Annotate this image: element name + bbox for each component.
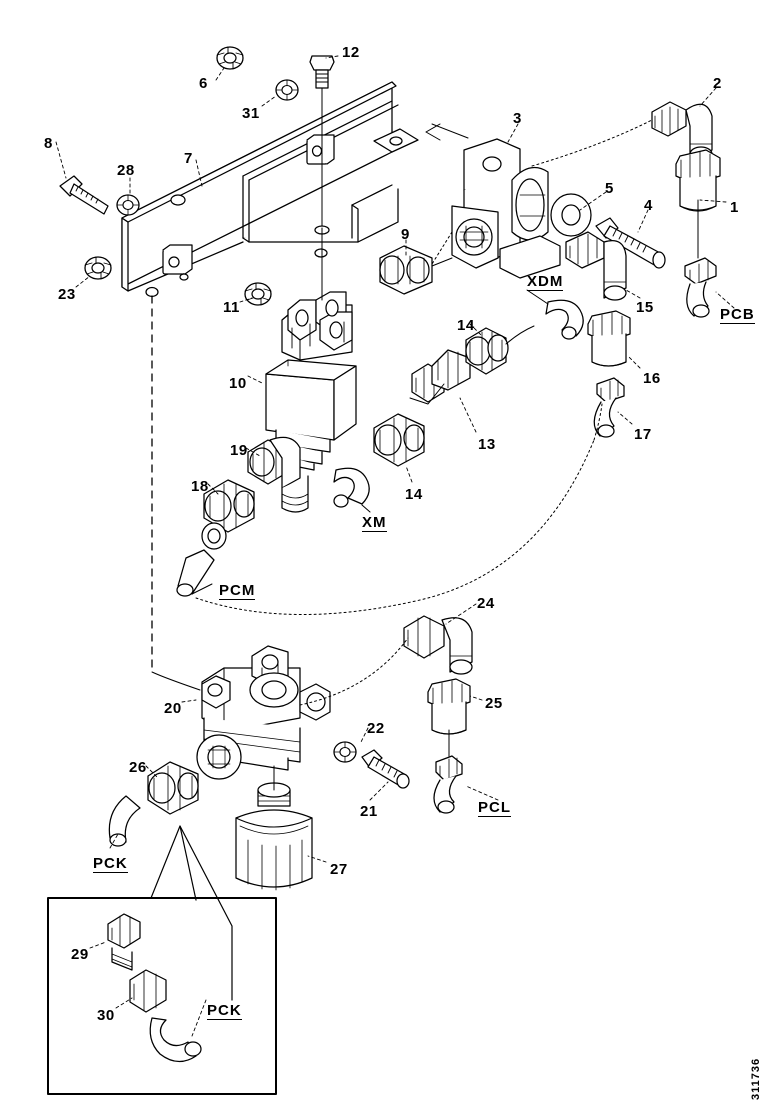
- callout-28: 28: [117, 162, 135, 179]
- port-label-pck-inset: PCK: [207, 1002, 242, 1020]
- union-14-lower: [373, 413, 425, 467]
- callout-24: 24: [477, 595, 495, 612]
- port-label-pcl: PCL: [478, 799, 511, 817]
- washer-28: [116, 194, 140, 216]
- washer-22: [333, 741, 357, 763]
- solenoid-valve-10: [265, 227, 357, 471]
- callout-10: 10: [229, 375, 247, 392]
- drawing-number: 311736: [750, 1057, 762, 1100]
- callout-13: 13: [478, 436, 496, 453]
- port-label-xdm: XDM: [527, 273, 564, 291]
- union-18: [201, 479, 255, 550]
- hose-pck-inset: [149, 1017, 202, 1063]
- callout-14-lower: 14: [405, 486, 423, 503]
- control-valve-body-3: [451, 138, 592, 279]
- callout-6: 6: [199, 75, 208, 92]
- coupling-25: [427, 678, 471, 735]
- callout-8: 8: [44, 135, 53, 152]
- hose-xdm: [526, 289, 584, 340]
- callout-15: 15: [636, 299, 654, 316]
- callout-22: 22: [367, 720, 385, 737]
- hose-pck-main: [108, 795, 141, 847]
- callout-14-upper: 14: [457, 317, 475, 334]
- callout-16: 16: [643, 370, 661, 387]
- hose-xm: [333, 467, 371, 513]
- mounting-bracket-plate: [121, 81, 419, 298]
- callout-2: 2: [713, 75, 722, 92]
- callout-4: 4: [644, 197, 653, 214]
- callout-11: 11: [223, 299, 240, 316]
- elbow-24: [403, 615, 473, 675]
- pressure-control-valve-20: [196, 645, 331, 780]
- elbow-15: [565, 231, 627, 301]
- washer-31: [275, 79, 299, 101]
- union-30: [129, 969, 167, 1013]
- port-label-xm: XM: [362, 514, 387, 532]
- nut-6: [216, 46, 244, 70]
- hose-17: [593, 377, 625, 438]
- hose-pcm: [176, 549, 215, 597]
- union-14-upper: [465, 325, 535, 375]
- callout-1: 1: [730, 199, 739, 216]
- callout-18: 18: [191, 478, 209, 495]
- fitting-9: [379, 245, 453, 295]
- callout-23: 23: [58, 286, 76, 303]
- callout-7: 7: [184, 150, 193, 167]
- bolt-4: [595, 217, 666, 269]
- hose-pcl: [433, 729, 463, 814]
- nut-11: [244, 282, 272, 306]
- callout-26: 26: [129, 759, 147, 776]
- callout-25: 25: [485, 695, 503, 712]
- callout-17: 17: [634, 426, 652, 443]
- hose-pcb: [684, 199, 717, 318]
- callout-27: 27: [330, 861, 348, 878]
- bolt-21: [361, 749, 410, 789]
- callout-5: 5: [605, 180, 614, 197]
- filter-bowl-27: [235, 765, 313, 891]
- callout-3: 3: [513, 110, 522, 127]
- port-label-pcm: PCM: [219, 582, 256, 600]
- callout-12: 12: [342, 44, 360, 61]
- elbow-29: [107, 913, 141, 971]
- elbow-19: [247, 436, 309, 513]
- callout-9: 9: [401, 226, 410, 243]
- inset-detail-box: [47, 825, 277, 1095]
- callout-21: 21: [360, 803, 378, 820]
- bolt-8: [59, 175, 109, 215]
- tee-fitting-13: [409, 349, 471, 405]
- callout-31: 31: [242, 105, 260, 122]
- union-26: [147, 761, 199, 815]
- callout-30: 30: [97, 1007, 115, 1024]
- port-label-pcb: PCB: [720, 306, 755, 324]
- nut-23: [84, 256, 112, 280]
- coupling-16: [587, 310, 631, 367]
- callout-29: 29: [71, 946, 89, 963]
- port-label-pck-main: PCK: [93, 855, 128, 873]
- callout-20: 20: [164, 700, 182, 717]
- callout-19: 19: [230, 442, 248, 459]
